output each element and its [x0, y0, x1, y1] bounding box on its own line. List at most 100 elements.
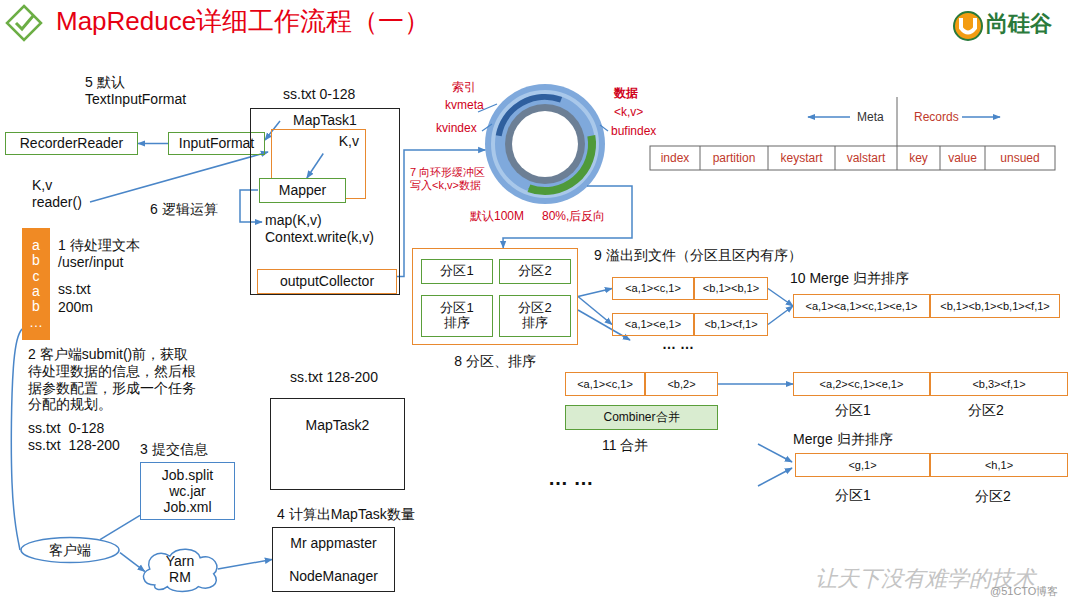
node-text: InputFormat [179, 135, 254, 151]
record-cell: <g,1> [795, 453, 930, 477]
callout-text: 4 计算出MapTask数量 [277, 506, 415, 523]
connector [768, 289, 793, 307]
connector [218, 560, 272, 570]
ellipsis: … … [548, 466, 594, 490]
connector [578, 297, 612, 325]
connector [138, 143, 168, 145]
split-label: ss.txt 128-200 [28, 437, 120, 454]
process-box: RecorderReader [5, 132, 138, 155]
process-box: outputCollector [257, 269, 397, 294]
node-text: 分区1 [440, 264, 473, 279]
callout-text: 10 Merge 归并排序 [790, 270, 909, 287]
callout-text: Merge 归并排序 [793, 431, 893, 448]
logo-icon [954, 12, 982, 40]
node-text: <a,2><c,1><e,1> [820, 378, 904, 391]
node-text: 默认100M [470, 210, 524, 224]
node-text: <a,1><a,1><c,1><e,1> [806, 300, 918, 313]
annotation: 200m [58, 299, 93, 316]
record-cell: <b,3><f,1> [930, 372, 1068, 396]
combiner-box: Combiner合并 [565, 405, 718, 430]
node-text: 客户端 [49, 542, 91, 558]
region-label: Records [914, 110, 959, 124]
callout-text: 11 合并 [602, 437, 648, 454]
page-title: MapReduce详细工作流程（一） [56, 6, 430, 37]
ring-buffer-box: 默认100M 80%,后反向 [470, 82, 620, 227]
direction-arrow [90, 117, 1000, 486]
record-cell: <b,2> [645, 372, 718, 396]
record-cell: <a,1><c,1> [612, 277, 694, 300]
region-label: Meta [857, 110, 884, 124]
table-cell: valstart [835, 151, 897, 165]
node-text: <a,1><c,1> [625, 282, 681, 295]
meta-table [650, 97, 1055, 170]
node-text: K,v [339, 133, 359, 149]
record-cell: <b,1><b,1><b,1><f,1> [930, 294, 1060, 318]
table-cell: value [940, 151, 985, 165]
node-text: <b,3><f,1> [972, 378, 1025, 391]
node-text: <a,1><e,1> [625, 318, 681, 331]
connector [265, 121, 280, 140]
task-box: MapTask1K,vMapperoutputCollector [250, 108, 400, 295]
connector [100, 515, 140, 539]
task-box: MapTask2 [270, 398, 405, 490]
client-ellipse: 客户端 [20, 537, 120, 563]
node-text: NodeManager [289, 568, 378, 584]
callout-text: 1 待处理文本 /user/input [58, 237, 158, 271]
annotation: ss.txt [58, 281, 91, 298]
partition-box: 分区2 [499, 259, 571, 284]
partition-label: 分区1 [835, 402, 871, 419]
node-text: <b,1><b,1> [703, 282, 759, 295]
node-text: 分区2 排序 [515, 301, 555, 331]
submit-box: Job.split wc.jar Job.xml [140, 462, 235, 520]
record-cell: <a,1><c,1> [565, 372, 645, 396]
connector [718, 383, 793, 385]
title-icon [7, 6, 41, 40]
input-file: a b c a b … [22, 228, 50, 340]
record-cell: <a,1><e,1> [612, 313, 694, 336]
record-cell: <b,1><b,1> [694, 277, 768, 300]
partition-label: 分区1 [835, 487, 871, 504]
buffer-label: kvindex [436, 121, 477, 135]
buffer-label: bufindex [611, 124, 656, 138]
node-text: <a,1><c,1> [577, 378, 633, 391]
callout-text: 3 提交信息 [140, 441, 208, 458]
callout-text: 2 客户端submit()前，获取待处理数据的信息，然后根据参数配置，形成一个任… [28, 346, 200, 413]
callout-text: 6 逻辑运算 [150, 201, 218, 218]
record-cell: <a,1><a,1><c,1><e,1> [793, 294, 930, 318]
split-label: ss.txt 0-128 [28, 420, 104, 437]
node-text: <g,1> [848, 459, 876, 472]
split-label: ss.txt 0-128 [283, 86, 355, 103]
node-text: Mapper [279, 182, 326, 198]
node-text: 分区2 [518, 264, 551, 279]
table-cell: keystart [768, 151, 835, 165]
table-cell: partition [700, 151, 768, 165]
node-text: RecorderReader [20, 135, 124, 151]
node-text: <b,1><f,1> [704, 318, 757, 331]
node-text: a b c a b … [29, 238, 43, 330]
node-text: Combiner合并 [603, 411, 679, 425]
watermark: @51CTO博客 [990, 585, 1058, 598]
connector [307, 154, 323, 179]
split-label: ss.txt 128-200 [290, 369, 378, 386]
node-text: Job.split wc.jar Job.xml [152, 467, 224, 515]
connector [578, 289, 612, 297]
node-text: 分区1 排序 [437, 301, 477, 331]
node-text: 80%,后反向 [542, 210, 605, 224]
table-cell: unsued [985, 151, 1055, 165]
record-cell: <b,1><f,1> [694, 313, 768, 336]
node-text: Yarn RM [158, 553, 202, 585]
node-text: <h,1> [985, 459, 1013, 472]
code-text: map(K,v) Context.write(k,v) [265, 212, 399, 246]
partition-box: 分区2 排序 [499, 295, 571, 337]
yarn-cloud: Yarn RM [138, 545, 222, 593]
connector [120, 553, 145, 572]
watermark: 让天下没有难学的技术 [815, 566, 1035, 592]
table-cell: key [897, 151, 940, 165]
connector [11, 329, 22, 550]
partition-label: 分区2 [975, 488, 1011, 505]
record-cell: <a,2><c,1><e,1> [793, 372, 930, 396]
annotation: reader() [32, 194, 82, 211]
partition-panel: 8 分区、排序分区1分区2分区1 排序分区2 排序 [412, 248, 578, 345]
connector [768, 306, 793, 325]
logo-text: 尚硅谷 [986, 11, 1052, 37]
